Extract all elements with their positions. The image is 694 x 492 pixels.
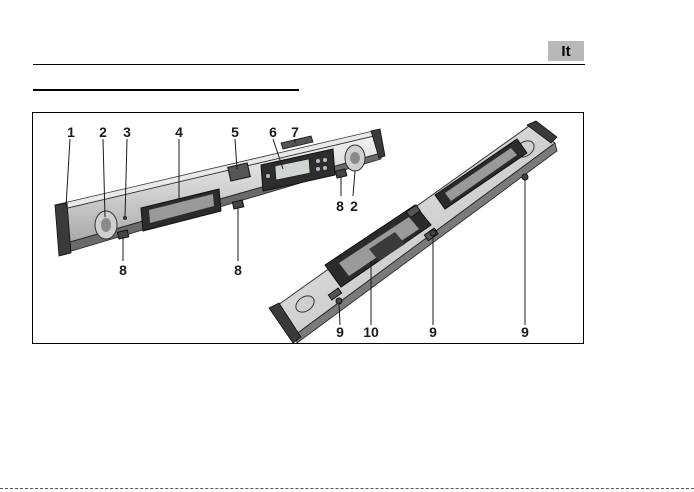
callout-4: 4 (175, 124, 183, 140)
callout-8-left: 8 (119, 262, 127, 278)
callout-1: 1 (67, 124, 75, 140)
callout-2-right: 2 (350, 198, 358, 214)
language-tab[interactable]: It (548, 41, 584, 61)
callout-3: 3 (123, 124, 131, 140)
section-heading-rule (33, 89, 299, 91)
callout-8-middle: 8 (234, 262, 242, 278)
callout-5: 5 (231, 124, 239, 140)
callout-6: 6 (269, 124, 277, 140)
page-bottom-rule (0, 488, 694, 489)
callout-10: 10 (363, 324, 379, 340)
header-divider (33, 64, 585, 65)
figure-illustration: 1 2 3 4 5 6 7 8 8 8 2 9 10 9 9 (33, 113, 585, 345)
callout-9-right: 9 (521, 324, 529, 340)
callout-9-middle: 9 (429, 324, 437, 340)
callout-7: 7 (291, 124, 299, 140)
callout-9-left: 9 (336, 324, 344, 340)
callout-8-right: 8 (336, 198, 344, 214)
product-figure: 1 2 3 4 5 6 7 8 8 8 2 9 10 9 9 (32, 112, 584, 344)
callout-2: 2 (99, 124, 107, 140)
